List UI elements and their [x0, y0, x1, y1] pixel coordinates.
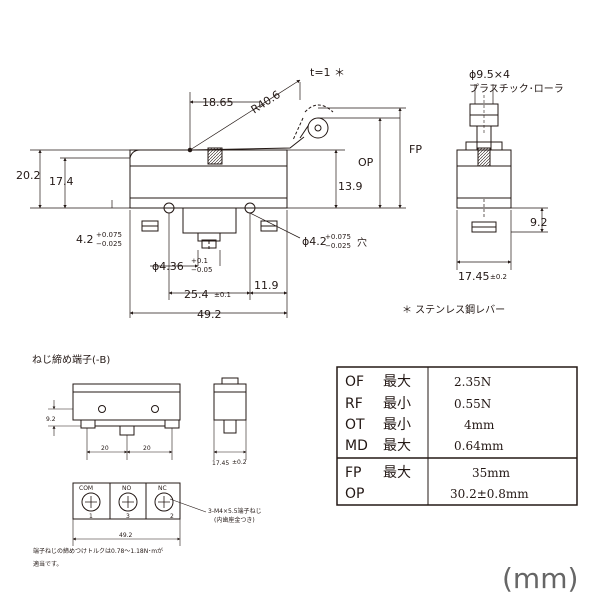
terminal-screw-nc	[154, 492, 174, 512]
spec-qualifier: 最小	[383, 417, 411, 433]
tol-down: −0.025	[96, 240, 122, 248]
terminal-label-no: NO	[122, 485, 131, 492]
terminal-screw-no	[118, 492, 138, 512]
thickness-note: t=1 ＊	[310, 66, 345, 79]
tol-down: −0.025	[325, 242, 351, 250]
terminal-screw-com	[81, 492, 101, 512]
spec-value: 0.64mm	[454, 439, 504, 453]
terminal-num-com: 1	[89, 513, 93, 520]
screw-dim-20-b: 20	[143, 445, 151, 452]
lever-arm	[133, 136, 305, 151]
spec-row: FP 最大 35mm	[345, 465, 511, 481]
spec-row: RF 最小 0.55N	[345, 396, 491, 412]
side-dimensions	[456, 84, 548, 270]
spec-value: 4mm	[464, 418, 495, 432]
screw-side-dims	[213, 420, 247, 460]
spec-label: FP	[345, 465, 362, 481]
dim-fp: FP	[409, 143, 422, 156]
front-dimensions	[30, 79, 406, 318]
terminal-num-nc: 2	[170, 513, 174, 520]
screw-front-dims	[48, 400, 173, 460]
terminal-block-dims	[72, 498, 207, 546]
tol-up: +0.075	[96, 231, 122, 239]
dim-20-2: 20.2	[16, 169, 41, 182]
torque-note-2: 適当です。	[33, 560, 62, 568]
spec-label: OF	[345, 374, 364, 390]
screw-front-view	[72, 383, 181, 436]
dim-18-65: 18.65	[202, 96, 234, 109]
spec-label: RF	[345, 396, 363, 412]
spec-row: OP 30.2±0.8mm	[345, 486, 529, 502]
dim-op: OP	[358, 156, 374, 169]
roller-size: ϕ9.5×4	[469, 68, 510, 81]
tol: ±0.2	[490, 273, 507, 281]
tol-up: +0.1	[191, 257, 208, 265]
dim-13-9: 13.9	[338, 180, 363, 193]
dim-17-4: 17.4	[49, 175, 74, 188]
tol: ±0.2	[232, 459, 247, 466]
terminal-block	[72, 482, 181, 520]
screw-note-2: (内歯座金つき)	[214, 516, 255, 524]
spec-value: 2.35N	[454, 375, 491, 389]
dim-radius: R40.6	[249, 88, 283, 116]
spec-qualifier: 最大	[383, 374, 411, 390]
tol-up: +0.075	[325, 233, 351, 241]
tol-down: −0.05	[191, 266, 212, 274]
spec-row: MD 最大 0.64mm	[345, 438, 504, 454]
dim-side-9-2: 9.2	[530, 216, 548, 229]
side-view	[456, 95, 512, 233]
screw-note-1: 3-M4×5.5端子ねじ	[208, 507, 262, 515]
screw-side-view	[213, 377, 247, 434]
spec-row: OT 最小 4mm	[345, 417, 495, 433]
front-view	[129, 104, 334, 250]
dim-side-width: 17.45	[458, 270, 490, 283]
spec-qualifier: 最小	[383, 396, 411, 412]
spec-row: OF 最大 2.35N	[345, 374, 491, 390]
screw-terminal-title: ねじ締め端子(-B)	[32, 353, 110, 366]
dim-11-9: 11.9	[254, 279, 279, 292]
spec-table	[336, 366, 578, 506]
spec-label: MD	[345, 438, 368, 454]
spec-value: 35mm	[472, 466, 511, 480]
lever-note: ＊ ステンレス鋼レバー	[402, 303, 505, 316]
spec-value: 30.2±0.8mm	[450, 487, 529, 501]
spec-label: OT	[345, 417, 365, 433]
dim-hole-left: 4.2	[76, 233, 94, 246]
screw-side-width: 17.45	[212, 460, 229, 467]
screw-dim-20-a: 20	[101, 445, 109, 452]
spec-qualifier: 最大	[383, 465, 411, 481]
terminal-num-no: 3	[126, 513, 130, 520]
torque-note-1: 端子ねじの締めつけトルクは0.78～1.18N･mが	[33, 547, 163, 555]
spec-qualifier: 最大	[383, 438, 411, 454]
unit-label: (mm)	[502, 562, 578, 595]
roller	[307, 117, 329, 139]
terminal-label-nc: NC	[158, 485, 167, 492]
dim-4-36: ϕ4.36	[152, 260, 184, 273]
tol: ±0.1	[214, 291, 231, 299]
spec-value: 0.55N	[454, 397, 491, 411]
hole-suffix: 穴	[357, 236, 367, 249]
terminal-dim-49-2: 49.2	[119, 532, 133, 539]
dim-25-4: 25.4	[184, 288, 209, 301]
screw-dim-9-2: 9.2	[46, 416, 56, 423]
spec-label: OP	[345, 486, 364, 502]
dim-49-2: 49.2	[197, 308, 222, 321]
terminal-label-com: COM	[79, 485, 93, 492]
dim-hole-right: ϕ4.2	[302, 235, 327, 248]
roller-material: プラスチック･ローラ	[469, 83, 564, 95]
